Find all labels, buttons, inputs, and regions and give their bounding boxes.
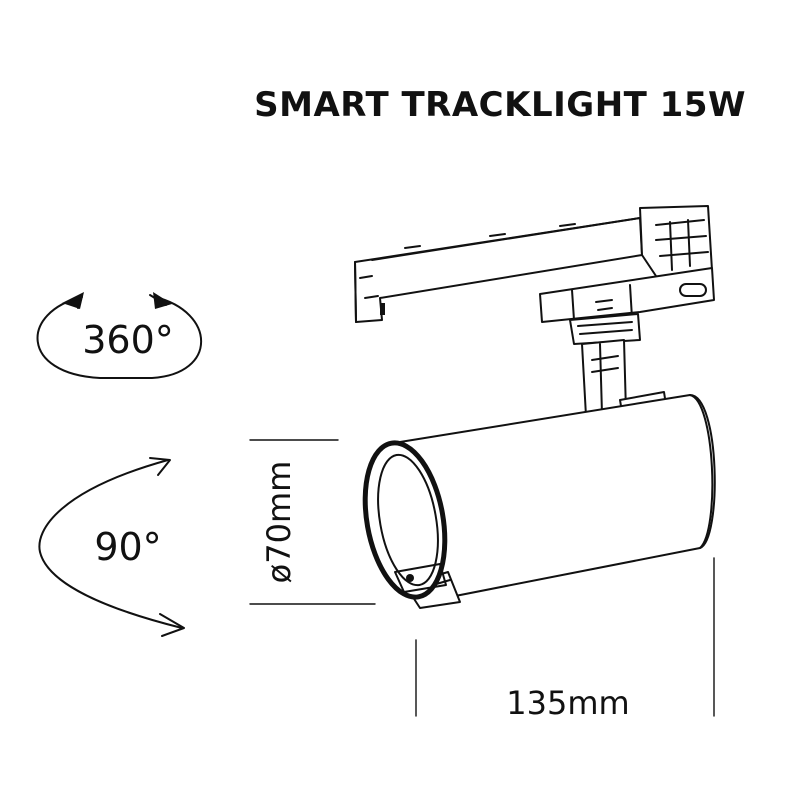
rotation-360-label: 360°: [82, 318, 174, 362]
diameter-label: ø70mm: [260, 461, 298, 584]
track-adapter: [354, 205, 715, 323]
product-title: SMART TRACKLIGHT 15W: [254, 85, 746, 125]
rotate-360-icon: [36, 292, 203, 379]
tilt-90-icon: [38, 457, 185, 637]
diameter-dimension: [249, 439, 376, 605]
lamp-body: [362, 394, 716, 609]
length-label: 135mm: [506, 684, 629, 722]
rotation-90-label: 90°: [94, 525, 161, 569]
swivel-joint: [569, 313, 667, 417]
length-dimension: [415, 557, 715, 717]
